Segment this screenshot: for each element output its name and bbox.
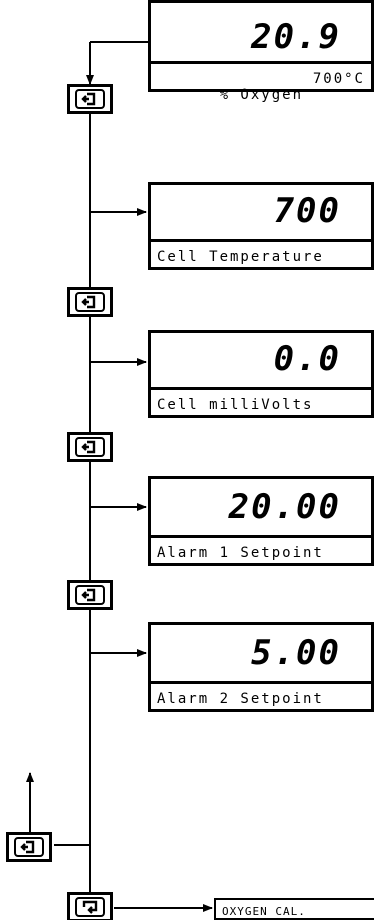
menu-cycle-icon <box>82 900 98 914</box>
panel-label: Cell milliVolts <box>157 397 314 413</box>
panel-value: 5.00 <box>251 633 341 673</box>
enter-icon <box>81 440 96 454</box>
display-panel-oxygen: 20.9 % Oxygen 700°C <box>148 0 374 103</box>
display-panel-alarm-2-setpoint: 5.00 Alarm 2 Setpoint <box>148 622 374 712</box>
enter-icon <box>81 92 96 106</box>
panel-value: 20.9 <box>251 17 341 57</box>
display-panel-cell-millivolts: 0.0 Cell milliVolts <box>148 330 374 418</box>
panel-value: 700 <box>273 191 341 231</box>
panel-value: 0.0 <box>273 339 341 379</box>
enter-key-4[interactable] <box>67 580 113 610</box>
panel-label-left: % Oxygen <box>219 87 304 103</box>
panel-label: Cell Temperature <box>157 249 324 265</box>
panel-label-right: 700°C <box>312 71 365 87</box>
enter-key-exit[interactable] <box>6 832 52 862</box>
enter-icon <box>81 588 96 602</box>
display-panel-alarm-1-setpoint: 20.00 Alarm 1 Setpoint <box>148 476 374 566</box>
panel-label: Alarm 1 Setpoint <box>157 545 324 561</box>
panel-label: Alarm 2 Setpoint <box>157 691 324 707</box>
enter-icon <box>81 295 96 309</box>
display-panel-cell-temperature: 700 Cell Temperature <box>148 182 374 270</box>
enter-key-1[interactable] <box>67 84 113 114</box>
panel-value: 20.00 <box>228 487 341 527</box>
menu-key[interactable] <box>67 892 113 920</box>
enter-key-3[interactable] <box>67 432 113 462</box>
panel-label: % Oxygen 700°C <box>157 71 365 135</box>
enter-key-2[interactable] <box>67 287 113 317</box>
next-menu-label: OXYGEN CAL. <box>214 898 374 920</box>
enter-icon <box>20 840 35 854</box>
